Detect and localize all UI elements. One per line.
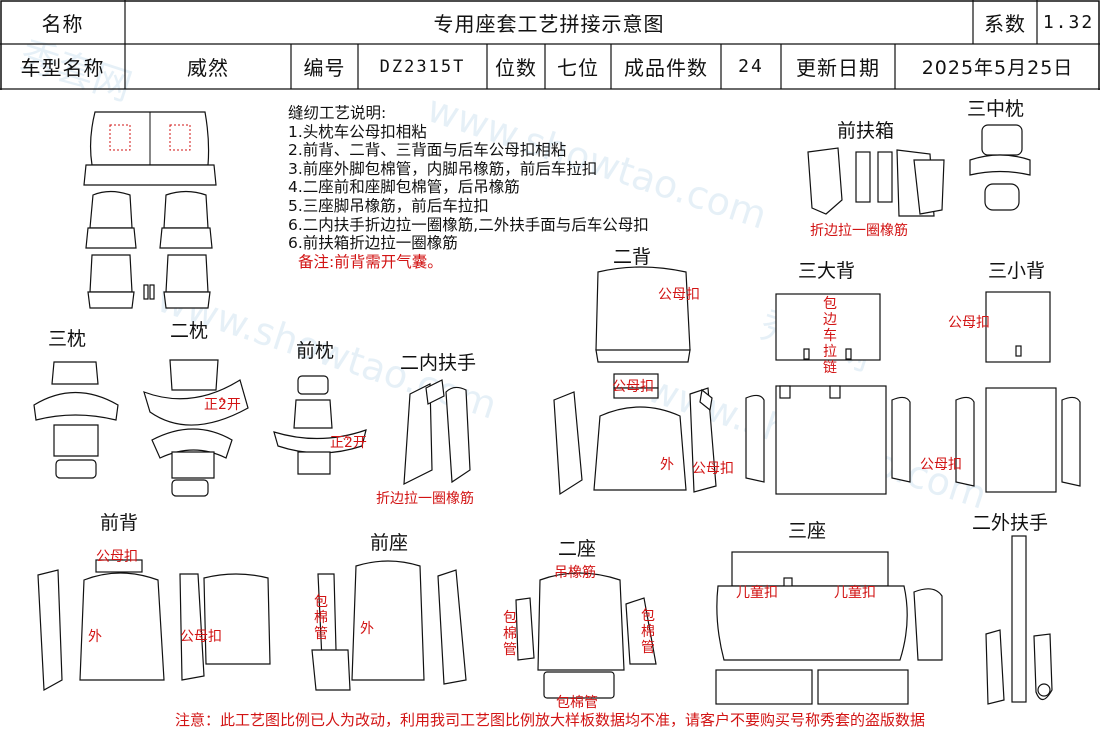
note-cotton-front-seat: 包棉管	[314, 594, 328, 642]
footer-warning: 注意：此工艺图比例已人为改动，利用我司工艺图比例放大样板数据均不准，请客户不要购…	[174, 711, 925, 729]
sewing-instructions: 缝纫工艺说明: 1.头枕车公母扣相粘 2.前背、二背、三背面与后车公母扣相粘 3…	[288, 104, 649, 271]
instruction-item: 2.前背、二背、三背面与后车公母扣相粘	[288, 141, 567, 160]
pieces-value: 24	[738, 56, 764, 77]
code-label: 编号	[303, 56, 346, 80]
instruction-item: 6.前扶箱折边拉一圈橡筋	[288, 234, 458, 253]
second-back-pieces	[553, 266, 717, 496]
section-front-back: 前背	[100, 512, 139, 534]
date-label: 更新日期	[796, 56, 880, 80]
instruction-item: 1.头枕车公母扣相粘	[288, 122, 427, 141]
third-mid-pillow-pieces	[969, 124, 1031, 211]
note-cotton-second-left: 包棉管	[503, 610, 517, 658]
section-third-pillow: 三枕	[48, 328, 87, 350]
section-second-pillow: 二枕	[170, 320, 209, 342]
sheet-title: 专用座套工艺拼接示意图	[433, 11, 665, 36]
section-second-inner-arm: 二内扶手	[400, 352, 477, 374]
note-snap-second-back-side: 公母扣	[692, 461, 734, 477]
note-snap-second-back-top: 公母扣	[612, 379, 654, 395]
seat-overview	[83, 111, 217, 309]
third-seat-pieces	[715, 551, 943, 705]
front-seat-pieces	[311, 560, 467, 691]
note-fold-elastic-arm: 折边拉一圈橡筋	[376, 491, 474, 507]
instruction-item: 3.前座外脚包棉管，内脚吊橡筋，前后车拉扣	[288, 159, 598, 178]
note-cotton-second-bottom: 包棉管	[556, 695, 598, 711]
seats-value: 七位	[557, 56, 599, 80]
model-label: 车型名称	[20, 56, 105, 80]
note-snap-big-back: 公母扣	[920, 457, 962, 473]
seats-label: 位数	[495, 56, 537, 80]
note-child-buckle-left: 儿童扣	[736, 585, 778, 601]
note-zip2-second-pillow: 正2开	[204, 397, 241, 413]
front-back-pieces	[37, 559, 271, 691]
second-inner-arm-pieces	[403, 379, 471, 486]
note-zip2-front-pillow: 正2开	[330, 435, 367, 451]
section-third-mid-pillow: 三中枕	[967, 98, 1025, 120]
second-pillow-pieces	[143, 359, 249, 497]
model-value: 威然	[187, 56, 229, 80]
second-outer-arm-pieces	[985, 535, 1053, 705]
third-pillow-pieces	[33, 361, 119, 479]
front-pillow-pieces	[273, 375, 367, 475]
date-value: 2025年5月25日	[921, 57, 1074, 79]
coef-value: 1.32	[1042, 11, 1095, 33]
third-small-back-pieces	[955, 291, 1081, 493]
section-second-back: 二背	[613, 246, 652, 268]
note-outer-front-back: 外	[88, 629, 102, 645]
code-value: DZ2315T	[379, 56, 466, 77]
note-snap-small-back: 公母扣	[948, 315, 990, 331]
note-zipper-edge: 包边车拉链	[823, 296, 837, 376]
section-front-seat: 前座	[370, 532, 409, 554]
section-second-seat: 二座	[558, 538, 597, 560]
pieces-label: 成品件数	[624, 56, 708, 80]
section-third-big-back: 三大背	[798, 260, 856, 282]
note-outer-second-back: 外	[660, 457, 674, 473]
coef-label: 系数	[984, 11, 1026, 36]
instructions-heading: 缝纫工艺说明:	[288, 104, 387, 122]
section-third-seat: 三座	[788, 520, 827, 542]
front-box-pieces	[807, 147, 945, 217]
note-outer-front-seat: 外	[360, 621, 374, 637]
instructions-remark: 备注:前背需开气囊。	[298, 252, 443, 271]
note-snap-second-back: 公母扣	[658, 287, 700, 303]
note-fold-elastic-box: 折边拉一圈橡筋	[810, 223, 908, 239]
instruction-item: 6.二内扶手折边拉一圈橡筋,二外扶手面与后车公母扣	[288, 215, 649, 234]
section-front-box: 前扶箱	[837, 120, 895, 142]
note-hang-elastic: 吊橡筋	[554, 565, 596, 581]
second-seat-pieces	[515, 572, 657, 699]
instruction-item: 4.二座前和座脚包棉管，后吊橡筋	[288, 178, 520, 197]
note-cotton-second-right: 包棉管	[641, 608, 655, 656]
instruction-item: 5.三座脚吊橡筋，前后车拉扣	[288, 196, 489, 215]
section-third-small-back: 三小背	[988, 260, 1046, 282]
third-big-back-pieces	[745, 293, 911, 495]
section-front-pillow: 前枕	[296, 340, 335, 362]
name-label: 名称	[41, 11, 84, 36]
note-child-buckle-right: 儿童扣	[834, 585, 876, 601]
section-second-outer-arm: 二外扶手	[972, 512, 1049, 534]
header-grid	[0, 0, 1100, 90]
note-snap-front-back: 公母扣	[180, 629, 222, 645]
note-snap-front-back-top: 公母扣	[96, 549, 138, 565]
